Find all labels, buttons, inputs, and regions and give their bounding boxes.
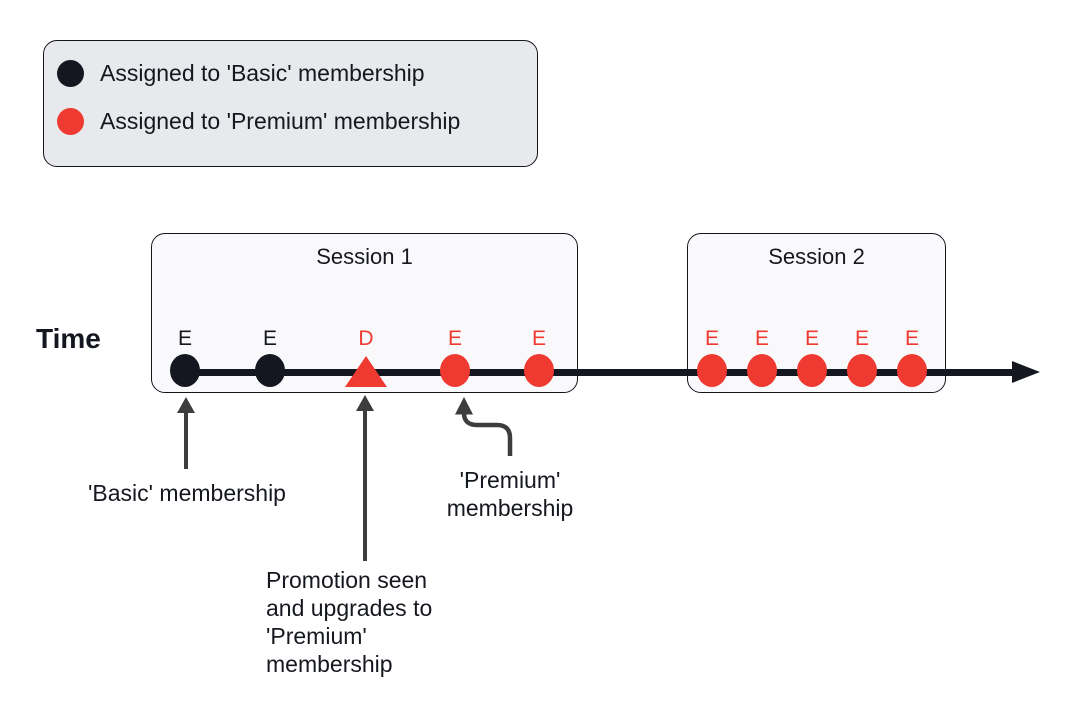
- promotion-label-line-3: 'Premium': [266, 623, 367, 649]
- premium-membership-dot-icon: [57, 107, 84, 135]
- promotion-label: Promotion seen and upgrades to 'Premium'…: [266, 566, 432, 678]
- basic-annotation-arrowhead-icon: [177, 397, 195, 413]
- premium-membership-label: 'Premium' membership: [447, 466, 574, 522]
- legend-box: Assigned to 'Basic' membership Assigned …: [43, 40, 538, 167]
- premium-annotation-arrow: [455, 397, 513, 456]
- promotion-annotation-arrowhead-icon: [356, 395, 374, 411]
- premium-arrowhead-icon: [455, 397, 473, 415]
- session-1-title: Session 1: [316, 244, 413, 269]
- promotion-label-line-4: membership: [266, 651, 393, 677]
- promotion-label-line-2: and upgrades to: [266, 595, 433, 621]
- time-axis-label: Time: [36, 323, 101, 354]
- legend-basic-label: Assigned to 'Basic' membership: [100, 59, 425, 86]
- legend-item-basic: Assigned to 'Basic' membership: [57, 59, 537, 87]
- promotion-label-line-1: Promotion seen: [266, 567, 428, 593]
- basic-annotation-arrow-line: [184, 411, 188, 469]
- promotion-annotation-arrow-line: [363, 410, 367, 561]
- timeline-arrowhead-icon: [1012, 361, 1040, 383]
- legend-item-premium: Assigned to 'Premium' membership: [57, 107, 537, 135]
- basic-membership-label: 'Basic' membership: [88, 480, 286, 506]
- premium-label-line-1: 'Premium': [459, 467, 561, 493]
- premium-arrow-elbow-line: [461, 412, 513, 456]
- session-2-title: Session 2: [768, 244, 865, 269]
- basic-membership-dot-icon: [57, 59, 84, 87]
- legend-premium-label: Assigned to 'Premium' membership: [100, 107, 461, 134]
- premium-label-line-2: membership: [446, 495, 574, 521]
- timeline-axis-line: [185, 369, 1015, 376]
